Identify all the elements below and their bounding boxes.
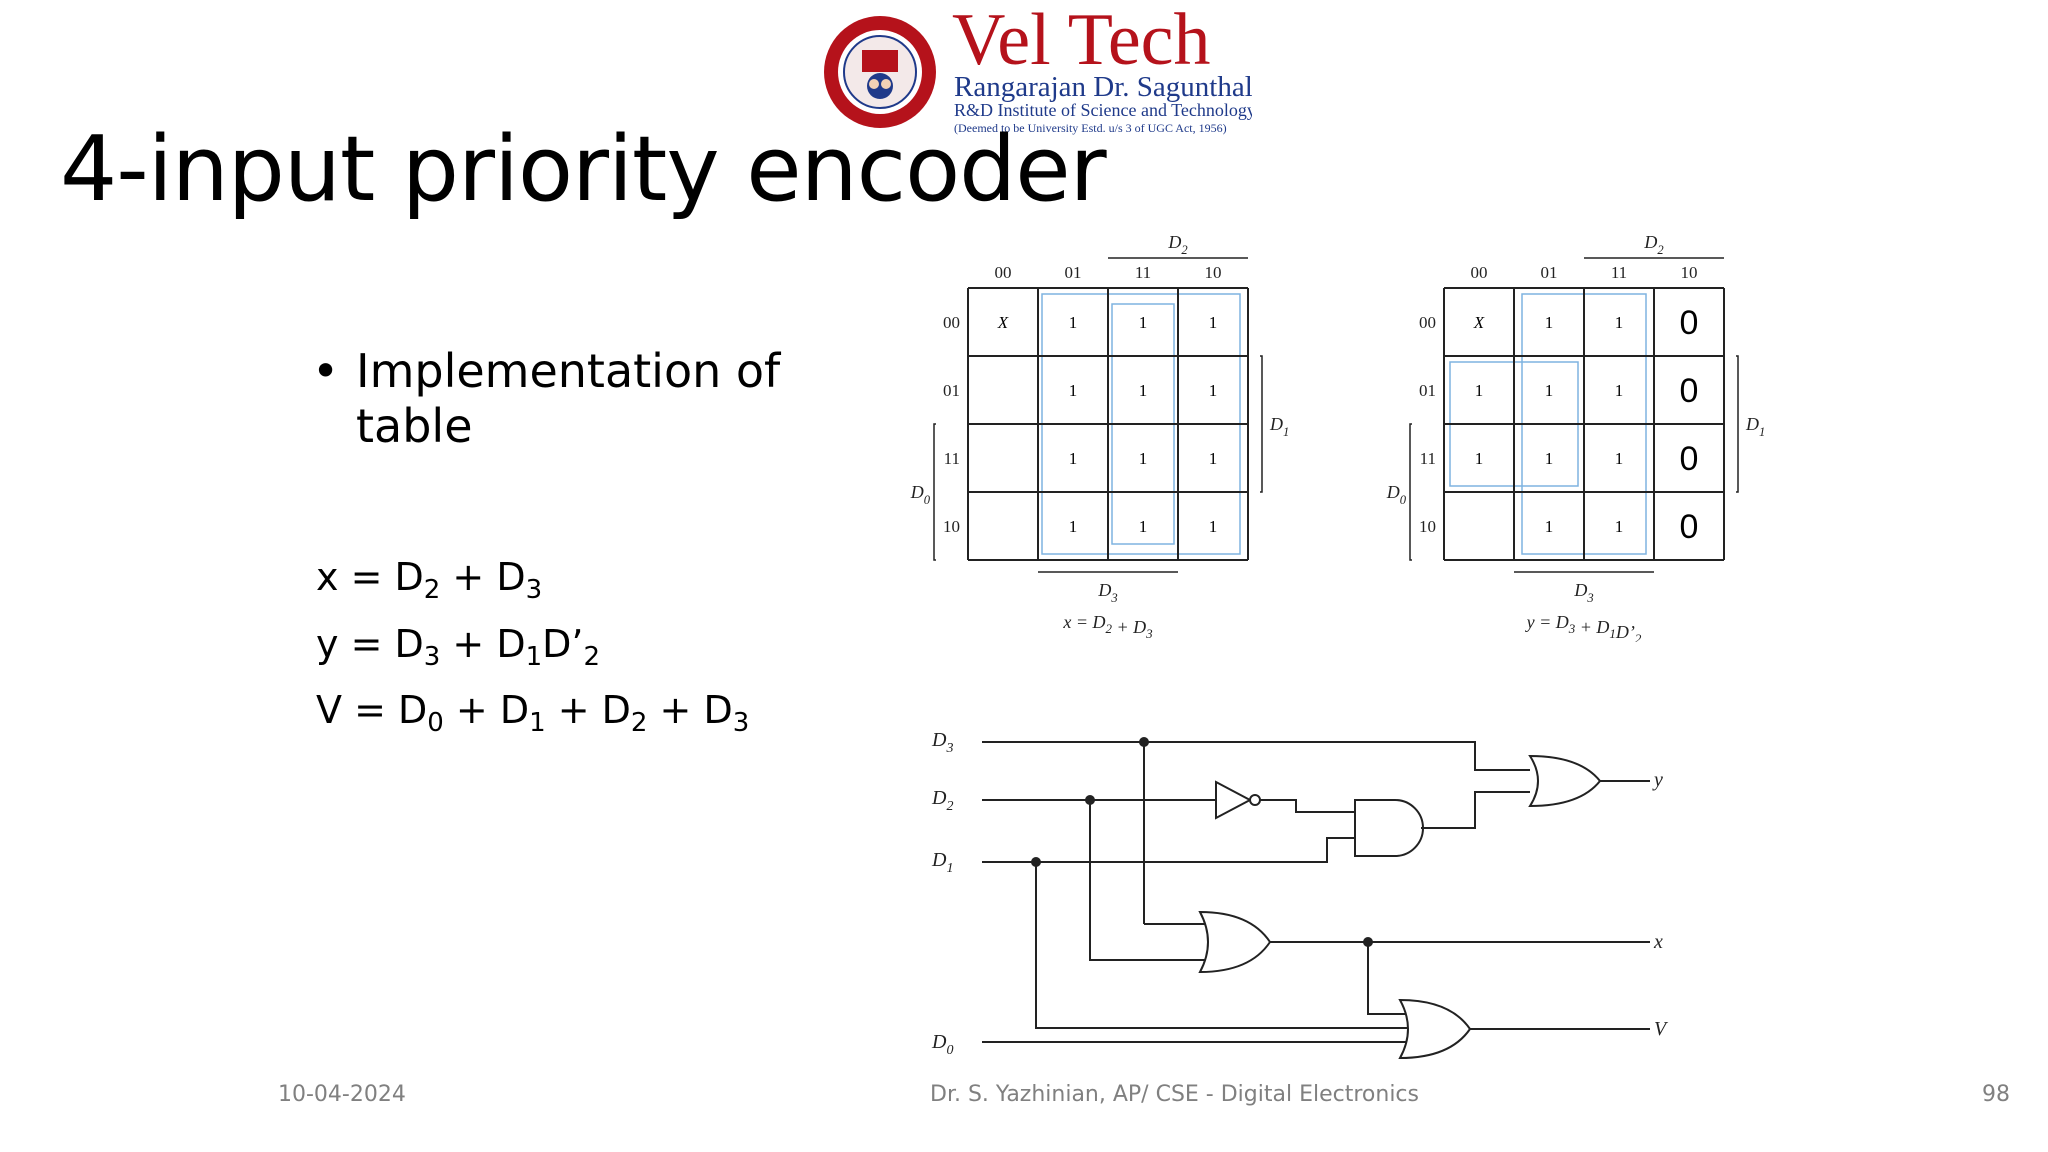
junction-dot [1139,737,1149,747]
footer-page-number: 98 [1982,1082,2010,1107]
kmap-cell: 1 [1545,517,1554,536]
kmap-cell: 1 [1209,381,1218,400]
university-seal-icon [824,16,936,128]
kmap-col-header: 00 [1471,263,1488,282]
kmap-cell: 1 [1069,449,1078,468]
kmap-cell: 1 [1209,313,1218,332]
kmap-cell: 1 [1475,449,1484,468]
kmap-row-header: 01 [943,381,960,400]
kmap-cell: 1 [1545,381,1554,400]
logo-deemed: (Deemed to be University Estd. u/s 3 of … [954,121,1227,135]
kmap-col-header: 10 [1681,263,1698,282]
logo-subname: Rangarajan Dr. Sagunthala [954,71,1252,103]
footer-author: Dr. S. Yazhinian, AP/ CSE - Digital Elec… [930,1082,1419,1107]
kmap-cell: 0 [1680,508,1699,546]
kmap-col-header: 11 [1611,263,1627,282]
kmap-col-header: 00 [995,263,1012,282]
kmap-cell: 1 [1069,381,1078,400]
kmap-bottom-var: D3 [1573,580,1593,605]
logo-institute: R&D Institute of Science and Technology [954,100,1252,120]
kmap-row-header: 11 [1420,449,1436,468]
input-wires [982,741,1530,1043]
kmap-row-header: 01 [1419,381,1436,400]
kmap-cell: 1 [1139,449,1148,468]
not-gate [1215,780,1355,820]
kmap-row-header: 00 [943,313,960,332]
kmap-cell: 1 [1545,449,1554,468]
logo-name: Vel Tech [952,4,1211,81]
kmap-left-var: D0 [1386,482,1407,507]
kmap-cell: 1 [1139,381,1148,400]
circuit-input-label: D2 [931,787,953,814]
university-logo: Vel Tech Rangarajan Dr. Sagunthala R&D I… [824,4,1252,135]
kmap-right-var: D1 [1269,414,1289,439]
kmap-row-header: 10 [943,517,960,536]
junction-dot [1085,795,1095,805]
kmap-cell: 1 [1615,449,1624,468]
kmap-col-header: 11 [1135,263,1151,282]
equation-y: y = D3 + D1D’2 [316,622,601,672]
kmap-cell: 1 [1069,313,1078,332]
kmap-cell: 1 [1069,517,1078,536]
kmap-cell: 1 [1475,381,1484,400]
kmap-bottom-var: D3 [1097,580,1117,605]
or-gate-x [1198,910,1650,1015]
bullet-dot-icon: • [312,344,340,398]
kmap-top-var: D2 [1167,232,1188,257]
kmap-caption: y = D3 + D1D’2 [1525,612,1642,642]
kmap-cell: 1 [1615,313,1624,332]
circuit-output-label: y [1652,769,1663,791]
circuit-input-label: D3 [931,729,953,756]
kmap-row-header: 00 [1419,313,1436,332]
kmap-cell: 1 [1139,517,1148,536]
circuit-output-label: x [1653,931,1663,953]
footer-date: 10-04-2024 [278,1082,406,1107]
kmap-top-var: D2 [1643,232,1664,257]
or-gate-v [1398,998,1650,1060]
equation-v: V = D0 + D1 + D2 + D3 [316,688,750,738]
kmap-cell: X [1473,313,1485,332]
and-gate [1354,791,1530,857]
kmap-col-header: 01 [1541,263,1558,282]
kmap-row-header: 11 [944,449,960,468]
kmap-col-header: 01 [1065,263,1082,282]
kmap-cell: 0 [1680,440,1699,478]
kmap-row-header: 10 [1419,517,1436,536]
kmap-cell: 1 [1139,313,1148,332]
kmap-cell: X [997,313,1009,332]
junction-dot [1031,857,1041,867]
kmap-cell: 1 [1545,313,1554,332]
kmap-cell: 0 [1680,372,1699,410]
kmap-left-var: D0 [910,482,931,507]
circuit-output-label: V [1654,1018,1669,1040]
kmap-cell: 1 [1209,449,1218,468]
or-gate-y [1528,754,1650,808]
slide-title: 4-input priority encoder [60,117,1107,222]
kmap-cell: 1 [1615,381,1624,400]
kmap-caption: x = D2 + D3 [1062,612,1153,641]
circuit-input-label: D0 [931,1031,953,1058]
kmap-cell: 1 [1615,517,1624,536]
kmap-cell: 1 [1209,517,1218,536]
circuit-input-label: D1 [931,849,953,876]
bullet-point: • Implementation of table [312,344,782,454]
kmap-right-var: D1 [1745,414,1765,439]
kmap-col-header: 10 [1205,263,1222,282]
bullet-text: Implementation of table [356,344,781,454]
equation-x: x = D2 + D3 [316,555,543,605]
kmap-cell: 0 [1680,304,1699,342]
